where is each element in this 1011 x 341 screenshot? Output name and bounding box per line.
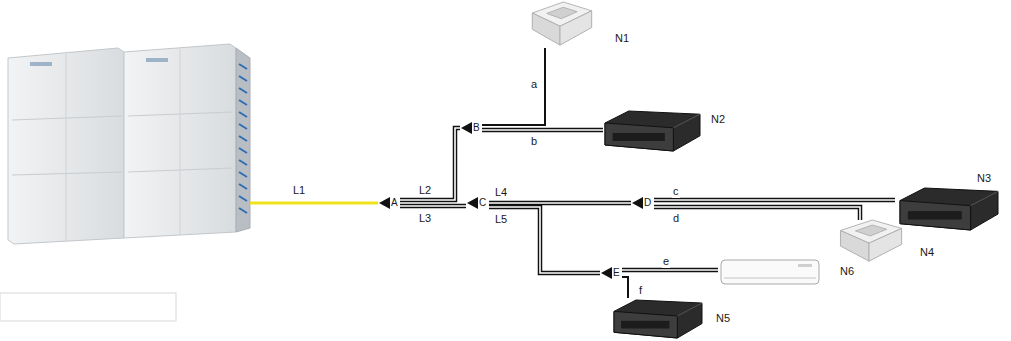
indoor-unit: N5 [612, 298, 737, 340]
pipe-outline [489, 207, 600, 273]
branch-joint: B [460, 120, 482, 136]
unit-picture [614, 300, 702, 338]
branch-joint: A [378, 195, 400, 211]
branch-joint: C [466, 195, 489, 211]
pipe-core [489, 207, 600, 273]
pipe-label: d [672, 212, 680, 225]
pipe-label: L5 [494, 213, 508, 226]
indoor-unit: N3 [895, 172, 1005, 232]
blank-box [0, 293, 176, 321]
pipe-core [622, 269, 718, 271]
refrigerant-pipe [482, 130, 603, 131]
pipe-core [489, 202, 631, 204]
joint-letter: B [473, 122, 480, 134]
refrigerant-pipe [622, 270, 718, 271]
pipe-label: L2 [418, 184, 432, 197]
pipe-outline [489, 201, 631, 206]
branch-joint: D [631, 195, 654, 211]
indoor-unit: N2 [603, 105, 728, 153]
unit-picture [835, 220, 903, 262]
pipe-core [400, 205, 466, 207]
unit-picture [720, 259, 820, 285]
unit-name: N5 [716, 312, 730, 325]
pipe-label: c [672, 185, 680, 198]
joint-triangle [378, 195, 391, 211]
pipe-core [654, 199, 895, 201]
pipe-outline [482, 128, 603, 133]
indoor-unit: N1 [525, 2, 635, 48]
joint-triangle [600, 265, 613, 281]
indoor-unit: N4 [832, 220, 942, 266]
unit-picture [527, 2, 593, 46]
unit-name: N3 [977, 172, 991, 185]
joint-letter: A [391, 197, 398, 209]
outdoor-unit [8, 44, 250, 244]
joint-letter: C [479, 197, 486, 209]
refrigerant-pipe [400, 128, 460, 200]
pipe-label: L1 [292, 184, 306, 197]
joint-triangle [466, 195, 479, 211]
joint-letter: E [613, 267, 620, 279]
pipe-label: L3 [418, 212, 432, 225]
refrigerant-pipe [489, 203, 631, 204]
pipe-outline [400, 128, 460, 200]
main-pipe [250, 202, 378, 205]
unit-name: N1 [615, 32, 629, 45]
joint-letter: D [644, 197, 651, 209]
pipe-outline [654, 207, 860, 220]
refrigerant-pipe [622, 277, 628, 298]
pipe-label: b [530, 135, 538, 148]
pipe-outline [622, 268, 718, 273]
branch-joint: E [600, 265, 622, 281]
unit-name: N4 [920, 246, 934, 259]
pipe-label: e [662, 255, 670, 268]
indoor-unit: N6 [718, 257, 863, 287]
pipe-core [654, 207, 860, 220]
unit-picture [900, 188, 998, 230]
pipe-outline [400, 204, 466, 209]
pipe-label: L4 [494, 186, 508, 199]
pipe-label: f [638, 284, 643, 297]
refrigerant-pipe [400, 206, 466, 207]
joint-triangle [631, 195, 644, 211]
pipe-label: a [530, 78, 538, 91]
pipe-core [482, 129, 603, 131]
pipe-outline [482, 48, 545, 125]
refrigerant-pipe [654, 207, 860, 220]
unit-name: N2 [711, 113, 725, 126]
refrigerant-pipe [654, 200, 895, 201]
pipe-core [400, 128, 460, 200]
refrigerant-pipe [482, 48, 545, 125]
pipe-outline [654, 198, 895, 203]
unit-picture [605, 111, 700, 151]
refrigerant-pipe [489, 207, 600, 273]
pipe-outline [622, 277, 628, 298]
joint-triangle [460, 120, 473, 136]
unit-name: N6 [840, 265, 854, 278]
